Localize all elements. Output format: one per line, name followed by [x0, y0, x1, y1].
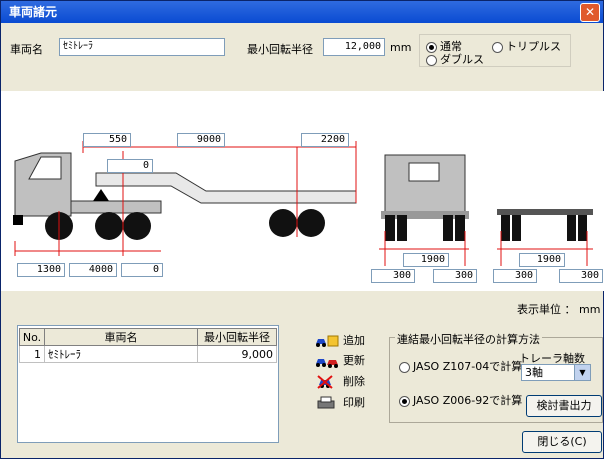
col-radius[interactable]: 最小回転半径: [197, 328, 277, 346]
row-radius: 9,000: [197, 345, 277, 363]
axle-mode-double[interactable]: ダブルス: [426, 51, 484, 67]
dim-front[interactable]: 1300: [17, 263, 65, 277]
dim-trailer-left[interactable]: 300: [493, 269, 537, 283]
min-radius-label: 最小回転半径: [247, 43, 313, 56]
row-no: 1: [19, 345, 45, 363]
dim-rear-track[interactable]: 1900: [403, 253, 449, 267]
calc-method-title: 連結最小回転半径の計算方法: [395, 331, 542, 347]
close-icon[interactable]: ✕: [580, 3, 600, 22]
radio-icon: [492, 41, 503, 53]
radio-icon: [426, 41, 437, 53]
window-title: 車両諸元: [9, 5, 58, 19]
axle-mode-group: 通常 トリプルス ダブルス: [419, 34, 571, 67]
trailer-rear-view: [497, 209, 593, 266]
dim-rear-right[interactable]: 300: [433, 269, 477, 283]
print-button[interactable]: 印刷: [315, 393, 365, 413]
printer-icon: [317, 396, 335, 409]
min-radius-input[interactable]: 12,000: [323, 38, 385, 56]
dim-kingpin-offset[interactable]: 0: [107, 159, 153, 173]
row-name: ｾﾐﾄﾚｰﾗ: [44, 345, 198, 363]
title-bar: 車両諸元 ✕: [1, 1, 603, 23]
rear-view: [379, 154, 469, 266]
close-button[interactable]: 閉じる(C): [522, 431, 602, 453]
vehicle-name-label: 車両名: [10, 43, 43, 56]
truck-side-view: [13, 141, 357, 256]
vehicle-name-input[interactable]: ｾﾐﾄﾚｰﾗ: [59, 38, 225, 56]
min-radius-unit: mm: [390, 41, 412, 54]
car-update-icon: [316, 359, 338, 368]
dim-trailer-wheelbase[interactable]: 9000: [177, 133, 225, 147]
trailer-axle-select[interactable]: 3軸 ▼: [521, 364, 591, 381]
trailer-axle-label: トレーラ軸数: [519, 352, 585, 365]
add-button[interactable]: 追加: [315, 331, 365, 351]
chevron-down-icon[interactable]: ▼: [574, 365, 590, 380]
radio-icon: [426, 54, 437, 66]
dim-trailer-track[interactable]: 1900: [519, 253, 565, 267]
export-report-button[interactable]: 検討書出力: [526, 395, 602, 417]
display-unit-value: mm: [579, 303, 601, 316]
calc-option-z107[interactable]: JASO Z107-04で計算: [399, 358, 522, 374]
dim-trailer-rear[interactable]: 2200: [301, 133, 349, 147]
dim-wheelbase[interactable]: 4000: [69, 263, 117, 277]
update-button[interactable]: 更新: [315, 351, 365, 371]
car-add-icon: [316, 335, 339, 347]
table-row[interactable]: 1 ｾﾐﾄﾚｰﾗ 9,000: [19, 345, 277, 363]
dim-rear[interactable]: 0: [121, 263, 163, 277]
display-unit-label: 表示単位 ： mm: [517, 303, 601, 316]
vehicle-table: No. 車両名 最小回転半径 1 ｾﾐﾄﾚｰﾗ 9,000: [19, 328, 277, 363]
radio-icon: [399, 395, 410, 407]
vehicle-drawing-area: 550 9000 2200 0 1300 4000 0 1900 300 300…: [1, 91, 604, 291]
axle-mode-normal[interactable]: 通常: [426, 38, 462, 54]
dim-rear-left[interactable]: 300: [371, 269, 415, 283]
dim-front-overhang[interactable]: 550: [83, 133, 131, 147]
col-name[interactable]: 車両名: [44, 328, 198, 346]
calc-option-z006[interactable]: JASO Z006-92で計算: [399, 392, 522, 408]
radio-icon: [399, 361, 410, 373]
col-no[interactable]: No.: [19, 328, 45, 346]
dim-trailer-right[interactable]: 300: [559, 269, 603, 283]
axle-mode-triple[interactable]: トリプルス: [492, 38, 561, 54]
delete-button[interactable]: 削除: [315, 372, 365, 392]
vehicle-drawing: [13, 141, 593, 266]
car-delete-icon: [317, 375, 333, 389]
